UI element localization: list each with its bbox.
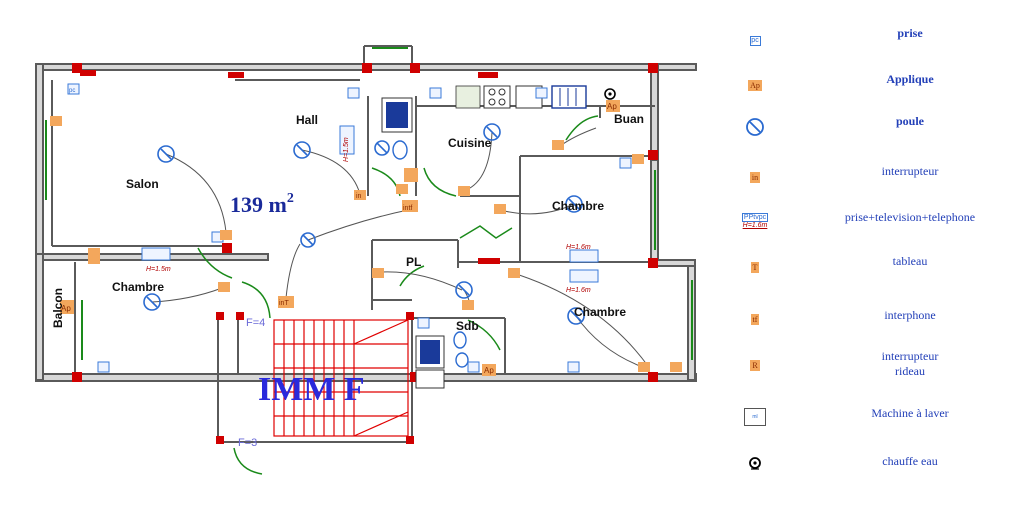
poule-icon bbox=[735, 110, 775, 144]
room-sdb: Sdb bbox=[456, 319, 479, 333]
interrupteur-icon: in bbox=[749, 171, 761, 183]
legend-label-interrupteur-rideau-line2: rideau bbox=[895, 364, 925, 378]
fixtures bbox=[381, 85, 616, 389]
legend-row-chauffe-eau: chauffe eau bbox=[730, 442, 1020, 482]
columns bbox=[72, 63, 658, 444]
area-label: 139 m2 bbox=[230, 191, 294, 217]
legend-label-chauffe-eau: chauffe eau bbox=[882, 454, 938, 468]
room-chambre-1: Chambre bbox=[552, 199, 604, 213]
light-chambre2 bbox=[143, 293, 161, 311]
light-corridor bbox=[300, 232, 316, 248]
legend-row-prise: pc prise bbox=[730, 20, 1020, 60]
floor-plan: Salon Hall Cuisine Buan Chambre Chambre … bbox=[35, 45, 697, 475]
room-chambre-2: Chambre bbox=[112, 280, 164, 294]
legend-label-tableau: tableau bbox=[892, 254, 928, 268]
room-balcon: Balcon bbox=[51, 288, 65, 328]
room-hall: Hall bbox=[296, 113, 318, 127]
light-wc bbox=[374, 140, 390, 156]
legend-row-interrupteur: in interrupteur bbox=[730, 156, 1020, 196]
legend-label-applique: Applique bbox=[886, 72, 934, 86]
legend-row-machine-a-laver: ml Machine à laver bbox=[730, 396, 1020, 436]
legend-row-prise-tv-tel: PPtvpc H=1.6m prise+television+telephone bbox=[730, 200, 1020, 240]
applique-icon: Ap bbox=[748, 79, 762, 91]
legend-label-interrupteur-rideau: interrupteur rideau bbox=[800, 349, 1020, 379]
interphone-icon: tf bbox=[750, 313, 760, 325]
height-label-3: H=1.6m bbox=[566, 287, 591, 294]
walls bbox=[35, 45, 697, 443]
light-salon bbox=[157, 145, 175, 163]
legend-label-interphone: interphone bbox=[884, 308, 936, 322]
room-pl: PL bbox=[406, 255, 421, 269]
legend-row-interphone: tf interphone bbox=[730, 298, 1020, 338]
legend-label-prise: prise bbox=[897, 26, 923, 40]
door-label-f4: F=4 bbox=[246, 317, 265, 329]
windows bbox=[45, 47, 693, 360]
legend-label-poule: poule bbox=[895, 114, 924, 128]
machine-a-laver-icon: ml bbox=[735, 400, 775, 434]
symbol-in-hall: in bbox=[356, 193, 362, 200]
height-label-1: H=1.5m bbox=[146, 266, 171, 273]
light-chambre3 bbox=[567, 307, 585, 325]
room-chambre-3: Chambre bbox=[574, 305, 626, 319]
ceiling-lights bbox=[143, 123, 585, 325]
legend-label-machine-a-laver: Machine à laver bbox=[871, 406, 949, 420]
switches-appliques bbox=[50, 100, 682, 376]
prises bbox=[67, 83, 632, 373]
prise-tv-tel-icon: PPtvpc H=1.6m bbox=[741, 213, 769, 229]
symbol-ap-sdb: Ap bbox=[484, 366, 494, 375]
room-cuisine: Cuisine bbox=[448, 136, 492, 150]
symbol-intf: intf bbox=[403, 205, 412, 212]
room-buan: Buan bbox=[614, 112, 644, 126]
legend-row-interrupteur-rideau: R interrupteur rideau bbox=[730, 344, 1020, 384]
light-hall bbox=[293, 141, 311, 159]
symbol-ap-buan: Ap bbox=[607, 102, 617, 111]
room-salon: Salon bbox=[126, 177, 159, 191]
symbol-int: inT bbox=[279, 300, 289, 307]
prise-icon: pc bbox=[749, 36, 761, 46]
symbol-pc-salon: pc bbox=[69, 88, 75, 94]
light-chambre1 bbox=[565, 195, 583, 213]
light-cuisine bbox=[483, 123, 501, 141]
legend-row-poule: poule bbox=[730, 106, 1020, 146]
building-label: IMM F bbox=[258, 371, 365, 408]
chauffe-eau-icon bbox=[735, 446, 775, 480]
legend-label-prise-tv-tel: prise+television+telephone bbox=[844, 210, 976, 224]
stairs bbox=[273, 319, 409, 437]
tableau-icon: T bbox=[750, 261, 760, 273]
legend-label-interrupteur-rideau-line1: interrupteur bbox=[881, 349, 939, 363]
interrupteur-rideau-icon: R bbox=[750, 359, 760, 371]
door-label-f3: F=3 bbox=[238, 437, 257, 449]
legend-row-applique: Ap Applique bbox=[730, 64, 1020, 104]
legend-row-tableau: T tableau bbox=[730, 246, 1020, 286]
legend-label-interrupteur: interrupteur bbox=[881, 164, 939, 178]
symbol-ap-balcon: Ap bbox=[61, 304, 71, 313]
light-sdb bbox=[455, 281, 473, 299]
height-label-2: H=1.6m bbox=[566, 244, 591, 251]
doors bbox=[197, 115, 599, 475]
height-label-4: H=1.5m bbox=[343, 137, 350, 162]
